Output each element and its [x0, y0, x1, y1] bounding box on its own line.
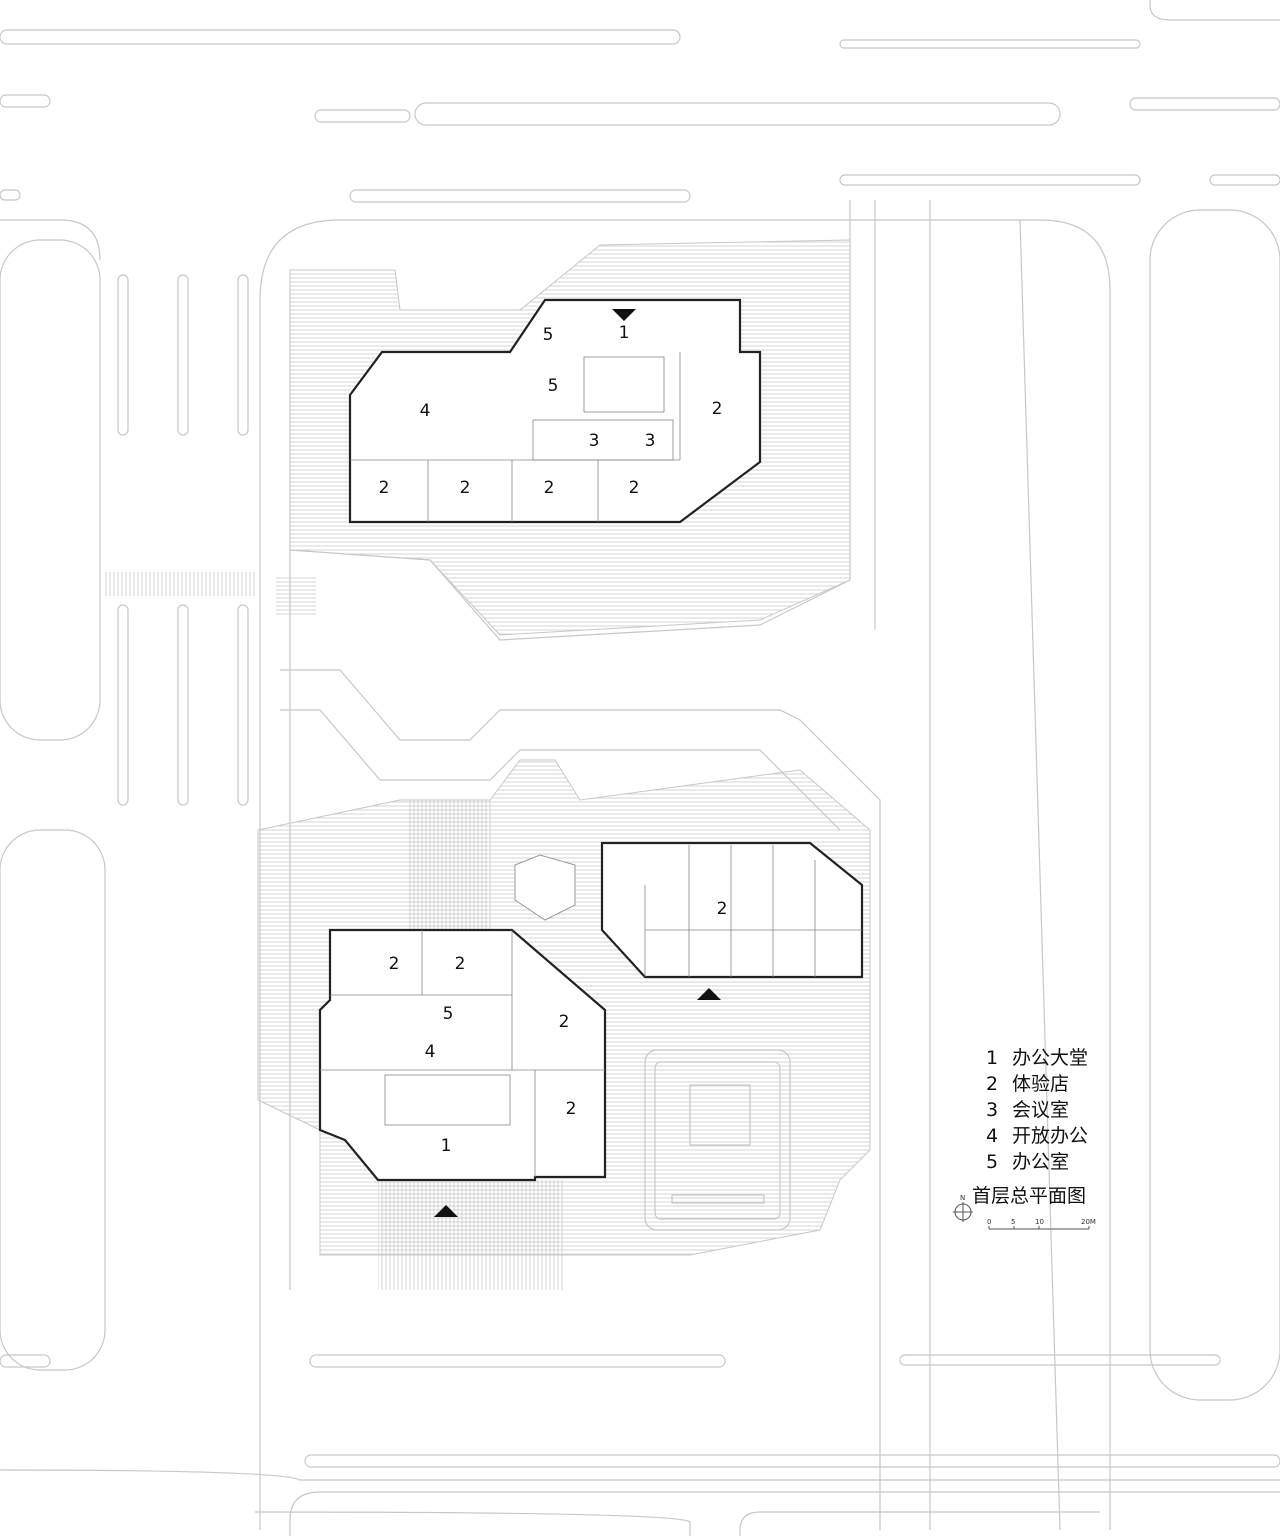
room-label: 5	[443, 1004, 454, 1024]
legend-item: 3 会议室	[986, 1097, 1088, 1123]
room-label: 2	[389, 954, 400, 974]
legend-item: 5 办公室	[986, 1149, 1088, 1175]
north-label: N	[960, 1194, 965, 1202]
legend-number: 2	[986, 1073, 999, 1095]
room-label: 5	[543, 325, 554, 345]
legend-label: 办公室	[1012, 1151, 1070, 1173]
north-building	[348, 298, 762, 524]
drawing-title: 首层总平面图	[972, 1185, 1087, 1207]
entrance-marker-southwest	[434, 1205, 458, 1217]
scale-label: 10	[1035, 1218, 1044, 1226]
room-label: 2	[455, 954, 466, 974]
southwest-building	[318, 928, 607, 1182]
southeast-building	[600, 841, 864, 979]
entrance-marker-north	[612, 309, 636, 321]
room-label: 1	[441, 1136, 452, 1156]
room-label: 2	[629, 478, 640, 498]
room-label: 2	[559, 1012, 570, 1032]
room-label: 4	[425, 1042, 436, 1062]
entrance-marker-southeast	[697, 988, 721, 1000]
legend-item: 2 体验店	[986, 1071, 1088, 1097]
room-label: 2	[712, 399, 723, 419]
room-labels: 5 1 5 4 2 3 3 2 2 2 2 2 2 5 2 4 2 1 2	[379, 323, 728, 1156]
room-label: 2	[544, 478, 555, 498]
scale-bar	[988, 1226, 1090, 1230]
room-label: 2	[379, 478, 390, 498]
room-label: 2	[717, 899, 728, 919]
room-label: 4	[420, 401, 431, 421]
north-arrow-icon	[953, 1202, 973, 1222]
legend-number: 3	[986, 1099, 999, 1121]
room-label: 3	[645, 431, 656, 451]
legend-number: 5	[986, 1151, 999, 1173]
scale-label: 5	[1011, 1218, 1016, 1226]
room-label: 2	[566, 1099, 577, 1119]
legend: 1 办公大堂 2 体验店 3 会议室 4 开放办公 5 办公室 首层总平面图	[972, 1045, 1088, 1208]
legend-label: 会议室	[1012, 1099, 1070, 1121]
legend-item: 4 开放办公	[986, 1123, 1088, 1149]
room-label: 2	[460, 478, 471, 498]
scale-label: 0	[987, 1218, 992, 1226]
legend-label: 开放办公	[1012, 1125, 1089, 1147]
room-label: 1	[619, 323, 630, 343]
legend-number: 1	[986, 1047, 999, 1069]
legend-label: 办公大堂	[1012, 1047, 1089, 1069]
legend-item: 1 办公大堂	[986, 1045, 1088, 1071]
legend-label: 体验店	[1012, 1073, 1070, 1095]
legend-number: 4	[986, 1125, 999, 1147]
room-label: 3	[589, 431, 600, 451]
scale-label: 20M	[1081, 1218, 1096, 1226]
room-label: 5	[548, 376, 559, 396]
